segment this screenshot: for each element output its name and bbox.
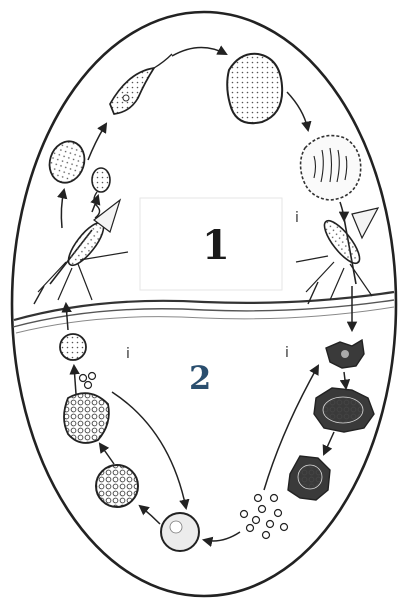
round-cell-icon — [161, 513, 199, 551]
region-2-label: 2 — [189, 359, 211, 397]
clustered-cell-icon — [301, 136, 361, 200]
outer-ellipse — [12, 12, 396, 596]
small-mark-3: i — [285, 345, 289, 361]
region-1-label: 1 — [202, 222, 230, 269]
clustered-cell-icon — [64, 393, 109, 443]
round-cell-icon — [227, 54, 282, 123]
small-mark-1: i — [295, 210, 299, 226]
small-mark-2: i — [126, 346, 130, 362]
clustered-cell-icon — [96, 465, 138, 507]
round-cell-icon — [60, 334, 86, 360]
